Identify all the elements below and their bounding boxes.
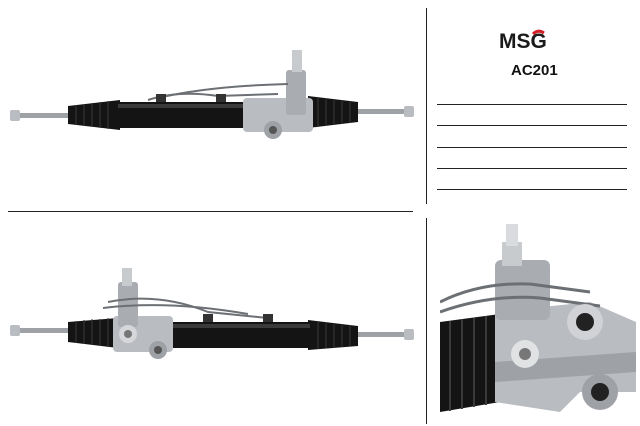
steering-rack-photo-top bbox=[10, 50, 414, 139]
part-code: AC201 bbox=[511, 62, 558, 79]
blank-line-3 bbox=[437, 147, 627, 148]
blank-line-5 bbox=[437, 189, 627, 190]
brand-logo-text: MSG bbox=[499, 30, 547, 53]
blank-line-4 bbox=[437, 168, 627, 169]
vertical-divider-top bbox=[426, 8, 427, 204]
vertical-divider-bottom bbox=[426, 218, 427, 424]
brand-logo: MSG bbox=[499, 29, 547, 53]
logo-swoosh-icon bbox=[531, 29, 545, 36]
blank-line-1 bbox=[437, 104, 627, 105]
steering-valve-closeup bbox=[440, 224, 636, 412]
steering-rack-photo-bottom bbox=[10, 268, 414, 359]
horizontal-divider bbox=[8, 211, 413, 212]
blank-line-2 bbox=[437, 125, 627, 126]
